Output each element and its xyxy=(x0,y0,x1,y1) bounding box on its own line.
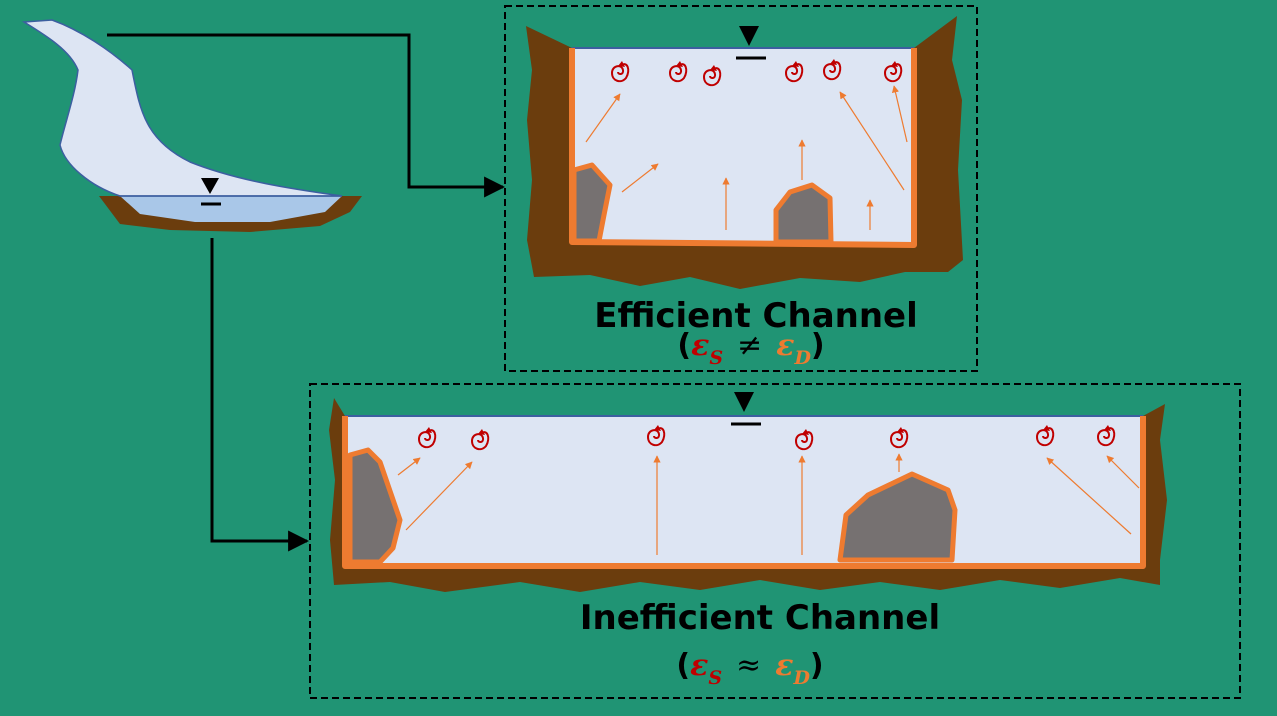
flux-arrow xyxy=(397,457,421,476)
inefficient-title: Inefficient Channel xyxy=(579,598,941,638)
inefficient-eps-d-symbol: ε xyxy=(775,648,794,683)
flux-arrow xyxy=(891,85,908,143)
efficient-flux-arrows xyxy=(585,85,908,230)
inefficient-rock-left xyxy=(347,447,403,565)
connectors xyxy=(107,33,506,552)
efficient-rock-left xyxy=(571,162,613,244)
efficient-operator: ≠ xyxy=(737,328,763,363)
valley-glacier-stream xyxy=(21,19,343,197)
efficient-bed-boundary xyxy=(569,48,917,248)
inefficient-rock-right xyxy=(837,471,958,563)
inefficient-open-paren: ( xyxy=(676,648,691,683)
efficient-panel xyxy=(504,5,978,372)
inefficient-water xyxy=(345,416,1143,566)
inefficient-flux-arrows xyxy=(397,453,1140,555)
flux-arrow xyxy=(839,91,905,191)
efficient-close-paren: ) xyxy=(810,328,825,363)
efficient-open-paren: ( xyxy=(677,328,692,363)
inefficient-panel xyxy=(309,383,1241,699)
flux-arrow xyxy=(405,461,473,531)
stream-overview xyxy=(21,19,362,232)
inefficient-equation: (εS≈εD) xyxy=(500,648,1000,689)
flux-arrow xyxy=(1046,457,1132,535)
inefficient-bed-boundary xyxy=(342,416,1146,569)
efficient-water xyxy=(572,48,914,242)
efficient-eps-s-sub: S xyxy=(709,347,724,369)
connector-to-inefficient xyxy=(210,238,310,552)
efficient-eps-d-sub: D xyxy=(794,347,811,369)
efficient-frame xyxy=(504,5,978,372)
efficient-rock-right xyxy=(773,182,834,245)
inefficient-water-level-icon xyxy=(734,392,754,412)
inefficient-close-paren: ) xyxy=(809,648,824,683)
connector-to-efficient xyxy=(107,33,506,198)
inefficient-soil xyxy=(329,398,1167,592)
flux-arrow xyxy=(1106,455,1140,489)
inefficient-frame xyxy=(309,383,1241,699)
inefficient-eps-d-sub: D xyxy=(793,667,810,689)
inefficient-operator: ≈ xyxy=(736,648,762,683)
inefficient-eps-s-sub: S xyxy=(708,667,723,689)
efficient-title: Efficient Channel xyxy=(594,296,918,336)
efficient-water-level-icon xyxy=(739,26,759,46)
inefficient-eps-s-symbol: ε xyxy=(690,648,709,683)
efficient-soil xyxy=(526,16,963,289)
flux-arrow xyxy=(585,93,621,143)
water-level-icon xyxy=(201,178,219,194)
flux-arrow xyxy=(621,163,659,193)
efficient-eps-s-symbol: ε xyxy=(691,328,710,363)
valley-pool xyxy=(120,196,342,222)
efficient-eps-d-symbol: ε xyxy=(776,328,795,363)
efficient-equation: (εS≠εD) xyxy=(506,328,996,369)
